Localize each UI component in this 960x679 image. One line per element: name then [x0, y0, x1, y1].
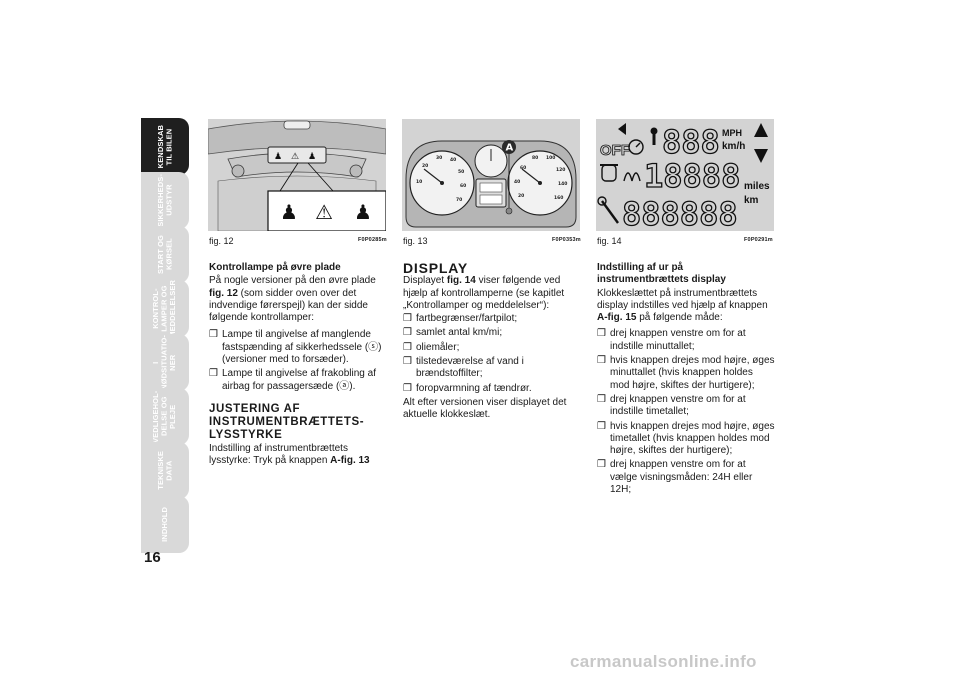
- column-1: Kontrollampe på øvre plade På nogle vers…: [209, 262, 387, 469]
- page-number: 16: [144, 549, 161, 566]
- svg-text:⚠: ⚠: [291, 152, 299, 162]
- svg-text:♟: ♟: [354, 200, 372, 224]
- unit-mph: MPH: [722, 128, 742, 138]
- tab-label: VEDLIGEHOL- DELSE OG PLEJE: [151, 390, 178, 443]
- svg-text:⚠: ⚠: [315, 200, 333, 224]
- svg-text:40: 40: [450, 157, 456, 163]
- svg-text:40: 40: [514, 179, 520, 185]
- paragraph: Alt efter versionen viser displayet det …: [403, 396, 567, 421]
- watermark-footer: carmanualsonline.info: [570, 652, 757, 671]
- tab-label: TEKNISKE DATA: [155, 451, 174, 490]
- svg-text:50: 50: [458, 169, 464, 175]
- list-item: ❒drej knappen venstre om for at indstill…: [597, 328, 746, 352]
- tab-label: I NØDSITUATIO- NER: [151, 335, 178, 390]
- svg-text:30: 30: [436, 155, 442, 161]
- tab-label: KENDSKAB TIL BILEN: [155, 124, 174, 169]
- list-item: ❒hvis knappen drejes mod højre, øges min…: [597, 355, 775, 391]
- figure-caption: fig. 12: [209, 236, 234, 246]
- paragraph: Indstilling af instrumentbrættets lyssty…: [209, 442, 370, 467]
- list-item: ❒oliemåler;: [403, 341, 460, 353]
- figure-code: F0P0285m: [358, 237, 387, 243]
- digits-mid: 18888: [644, 157, 740, 195]
- tab-label: SIKKERHEDS- UDSTYR: [155, 174, 174, 227]
- figure-overhead-panel: ♟ ⚠ ♟ ♟ ⚠ ♟: [208, 119, 386, 231]
- svg-text:60: 60: [460, 183, 466, 189]
- svg-text:♟: ♟: [308, 152, 316, 162]
- list-item: ❒fartbegrænser/fartpilot;: [403, 313, 518, 325]
- tab-sikkerhedsudstyr[interactable]: SIKKERHEDS- UDSTYR: [141, 172, 189, 229]
- svg-text:10: 10: [416, 179, 422, 185]
- list-item: ❒samlet antal km/mi;: [403, 327, 503, 339]
- svg-text:20: 20: [422, 163, 428, 169]
- svg-text:160: 160: [554, 195, 563, 201]
- figure-ref: fig. 12: [209, 287, 238, 299]
- svg-text:60: 60: [520, 165, 526, 171]
- paragraph: Displayet fig. 14 viser følgende ved hjæ…: [403, 275, 565, 311]
- svg-text:120: 120: [556, 167, 565, 173]
- figure-caption: fig. 13: [403, 236, 428, 246]
- svg-text:80: 80: [532, 155, 538, 161]
- list-item: ❒hvis knappen drejes mod højre, øges tim…: [597, 420, 775, 457]
- list-item: ❒tilstedeværelse af vand i brændstoffilt…: [403, 356, 524, 380]
- heading-clock-setting: Indstilling af ur på instrumentbrættets …: [597, 262, 726, 286]
- figure-code: F0P0291m: [744, 237, 773, 243]
- tab-label: START OG KØRSEL: [155, 235, 174, 274]
- column-3: Indstilling af ur på instrumentbrættets …: [597, 262, 775, 498]
- tab-indhold[interactable]: INDHOLD: [141, 496, 189, 553]
- list-item: ❒drej knappen venstre om for at vælge vi…: [597, 459, 753, 496]
- list-item: ❒drej knappen venstre om for at indstill…: [597, 393, 746, 418]
- off-label: OFF: [600, 142, 630, 159]
- list-item: ❒Lampe til angivelse af frakobling af ai…: [209, 368, 376, 392]
- svg-text:140: 140: [558, 181, 567, 187]
- svg-text:100: 100: [546, 155, 555, 161]
- paragraph: På nogle versioner på den øvre plade fig…: [209, 275, 376, 324]
- svg-text:♟: ♟: [280, 200, 298, 224]
- tab-tekniske-data[interactable]: TEKNISKE DATA: [141, 442, 189, 499]
- tab-kendskab[interactable]: KENDSKAB TIL BILEN: [141, 118, 189, 175]
- tab-start-og-korsel[interactable]: START OG KØRSEL: [141, 226, 189, 283]
- list-item: ❒Lampe til angivelse af manglende fastsp…: [209, 329, 382, 366]
- figure-ref: fig. 14: [446, 275, 476, 287]
- heading-brightness: JUSTERING AF INSTRUMENTBRÆTTETS-LYSSTYRK…: [209, 402, 365, 441]
- paragraph: Klokkeslættet på instrumentbrættets disp…: [597, 287, 768, 324]
- svg-text:70: 70: [456, 197, 462, 203]
- unit-miles: miles: [744, 181, 770, 192]
- svg-text:♟: ♟: [274, 152, 282, 162]
- svg-text:20: 20: [518, 193, 524, 199]
- figure-ref: A-fig. 15: [597, 312, 637, 324]
- heading-overhead-lamp: Kontrollampe på øvre plade: [209, 262, 341, 273]
- digits-top: 888: [662, 123, 720, 161]
- figure-display: OFF 888 MPH km/h 18888 miles km 888888: [596, 119, 774, 231]
- tab-kontrollamper[interactable]: KONTROL- LAMPER OG MEDDELELSER: [141, 280, 189, 337]
- unit-kmh: km/h: [722, 141, 745, 152]
- tab-vedligeholdelse[interactable]: VEDLIGEHOL- DELSE OG PLEJE: [141, 388, 189, 445]
- tab-label: INDHOLD: [159, 507, 169, 542]
- marker-a: A: [506, 143, 514, 154]
- figure-code: F0P0353m: [552, 237, 581, 243]
- column-2: DISPLAY Displayet fig. 14 viser følgende…: [403, 260, 581, 423]
- heading-display: DISPLAY: [403, 260, 468, 276]
- list-item: ❒foropvarmning af tændrør.: [403, 382, 532, 394]
- tab-label: KONTROL- LAMPER OG MEDDELELSER: [151, 279, 178, 338]
- unit-km: km: [744, 195, 759, 206]
- digits-bottom: 888888: [622, 195, 738, 231]
- figure-ref: A-fig. 13: [330, 455, 370, 467]
- figure-caption: fig. 14: [597, 236, 622, 246]
- tab-nodsituationer[interactable]: I NØDSITUATIO- NER: [141, 334, 189, 391]
